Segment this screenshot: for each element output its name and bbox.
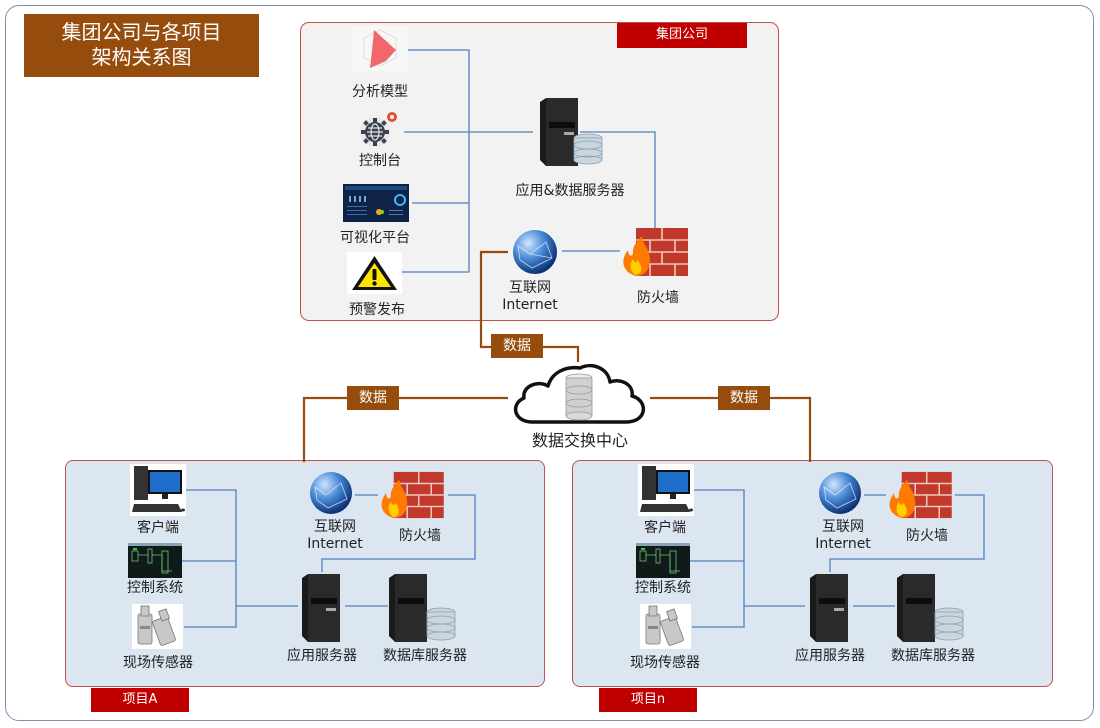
alert-label: 预警发布 [349, 302, 405, 318]
radar-chart-icon [352, 26, 408, 71]
project-a-control-system-label: 控制系统 [127, 580, 183, 596]
project-a-app-server-label: 应用服务器 [287, 648, 357, 664]
data-exchange-center-label: 数据交换中心 [531, 431, 628, 450]
desktop-computer-icon [638, 464, 694, 516]
control-system-screen-icon [636, 543, 690, 578]
project-n-control-system-label: 控制系统 [635, 580, 691, 596]
project-a-internet-label-en: Internet [307, 536, 363, 552]
project-a-internet-label-cn: 互联网 [314, 519, 356, 535]
group-company-tag: 集团公司 [617, 23, 747, 48]
server-database-icon [532, 96, 604, 168]
project-n-app-server-label: 应用服务器 [795, 648, 865, 664]
firewall-label: 防火墙 [637, 290, 679, 306]
gear-globe-icon [355, 110, 401, 150]
visualization-label: 可视化平台 [340, 230, 410, 246]
title-line-1: 集团公司与各项目 [61, 20, 222, 44]
internet-label-en: Internet [502, 297, 558, 313]
cloud-database-icon [508, 362, 650, 426]
project-a-firewall-icon [376, 470, 448, 520]
diagram-title: 集团公司与各项目 架构关系图 [24, 14, 259, 77]
project-a-client-label: 客户端 [137, 520, 179, 536]
project-a-db-server-icon [385, 572, 457, 644]
warning-icon [347, 252, 402, 294]
project-n-sensor-label: 现场传感器 [630, 655, 700, 671]
project-n-internet-globe-icon [816, 470, 864, 516]
internet-globe-icon [510, 228, 560, 276]
project-n-client-label: 客户端 [644, 520, 686, 536]
firewall-icon [620, 226, 690, 278]
dashboard-icon [343, 184, 409, 222]
project-n-db-server-icon [893, 572, 965, 644]
data-tag-top: 数据 [491, 334, 543, 358]
project-n-app-server-icon [806, 572, 854, 644]
console-label: 控制台 [359, 153, 401, 169]
project-n-tag: 项目n [599, 688, 697, 712]
field-sensor-icon [640, 604, 691, 649]
project-a-sensor-label: 现场传感器 [123, 655, 193, 671]
field-sensor-icon [132, 604, 183, 649]
project-a-firewall-label: 防火墙 [399, 528, 441, 544]
project-n-internet-label-cn: 互联网 [822, 519, 864, 535]
project-n-firewall-icon [884, 470, 956, 520]
control-system-screen-icon [128, 543, 182, 578]
app-data-server-label: 应用&数据服务器 [515, 183, 625, 199]
desktop-computer-icon [130, 464, 186, 516]
project-n-db-server-label: 数据库服务器 [891, 648, 975, 664]
data-tag-right: 数据 [718, 386, 770, 410]
project-n-firewall-label: 防火墙 [906, 528, 948, 544]
internet-label-cn: 互联网 [509, 280, 551, 296]
project-a-app-server-icon [298, 572, 346, 644]
project-a-tag: 项目A [91, 688, 189, 712]
title-line-2: 架构关系图 [91, 45, 192, 69]
project-a-db-server-label: 数据库服务器 [383, 648, 467, 664]
project-a-internet-globe-icon [307, 470, 355, 516]
outer-frame [5, 5, 1094, 721]
analysis-model-label: 分析模型 [352, 84, 408, 100]
data-tag-left: 数据 [347, 386, 399, 410]
project-n-internet-label-en: Internet [815, 536, 871, 552]
